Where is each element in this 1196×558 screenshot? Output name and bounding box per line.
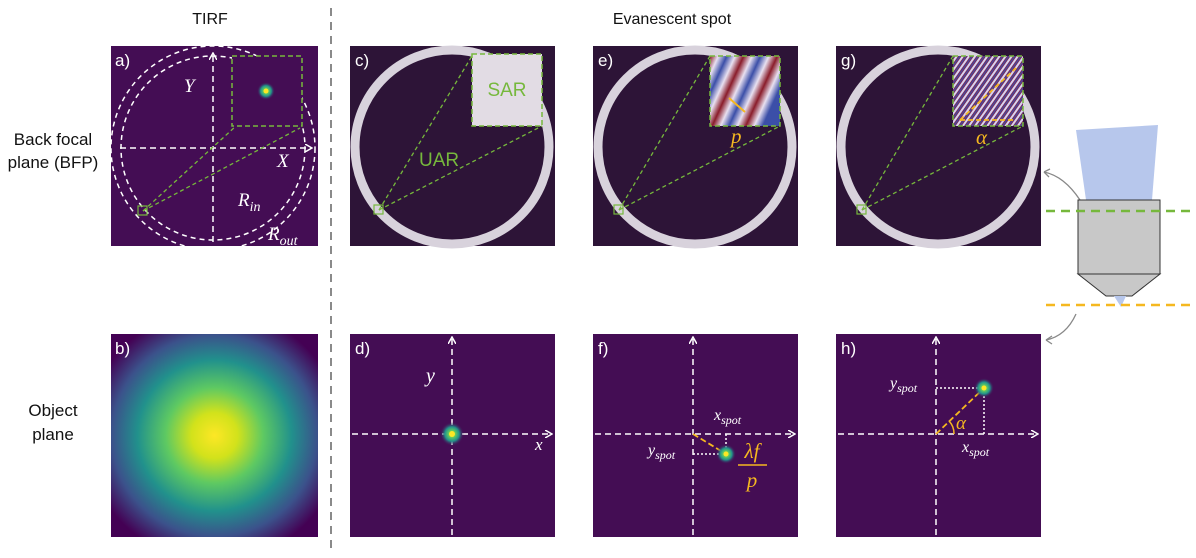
r-in-label: Rin (237, 190, 261, 215)
panel-label-f: f) (598, 339, 608, 358)
uar-label: UAR (419, 150, 459, 171)
row-label-bfp-line2: plane (BFP) (8, 153, 99, 172)
panel-e: e) p (593, 45, 798, 249)
alpha-label: α (976, 125, 988, 149)
period-marker (728, 97, 746, 113)
fringe-pattern (710, 56, 780, 126)
panel-label-a: a) (115, 51, 130, 70)
tirf-header: TIRF (192, 11, 228, 28)
panel-d: d) y x (350, 334, 555, 537)
curved-arrow-object-icon (1045, 313, 1077, 341)
panel-h: h) yspot α xspot (836, 334, 1041, 537)
y-axis-label: y (424, 365, 435, 387)
x-spot-label: xspot (713, 407, 742, 427)
sar-label: SAR (487, 80, 526, 101)
objective-schematic (1043, 125, 1192, 345)
row-label-bfp-line1: Back focal (14, 130, 92, 149)
bfp-ring (836, 45, 1040, 249)
bfp-ring (593, 45, 797, 249)
panel-label-g: g) (841, 51, 856, 70)
p-denominator: p (745, 468, 758, 492)
panel-label-h: h) (841, 339, 856, 358)
x-axis-label: x (534, 435, 543, 454)
alpha-label: α (956, 413, 967, 434)
y-spot-label: yspot (646, 442, 676, 462)
panel-a: a) Y X Rin Rout (110, 45, 318, 251)
angle-arc (948, 420, 955, 435)
curved-arrow-bfp-icon (1043, 171, 1081, 201)
objective-tip (1076, 273, 1162, 297)
row-label-object-line2: plane (32, 425, 74, 444)
outer-radius-circle (110, 45, 316, 251)
displacement-vector (935, 387, 985, 435)
evanescent-header: Evanescent spot (613, 11, 732, 28)
objective-body (1077, 199, 1161, 275)
r-out-label: Rout (267, 224, 299, 249)
x-spot-label: xspot (961, 439, 990, 459)
light-beam (1076, 125, 1158, 200)
panel-g: g) α (836, 45, 1041, 249)
period-label: p (729, 124, 742, 148)
panel-label-c: c) (355, 51, 369, 70)
row-label-object-line1: Object (28, 401, 77, 420)
panel-label-d: d) (355, 339, 370, 358)
x-axis-label: X (276, 151, 290, 172)
y-axis-label: Y (184, 76, 197, 97)
lambda-f-numerator: λf (744, 439, 763, 463)
panel-b: b) (111, 334, 318, 537)
panel-f: f) xspot yspot λf p (593, 334, 798, 537)
panel-c: c) SAR UAR (350, 45, 555, 249)
panel-label-b: b) (115, 339, 130, 358)
panel-label-e: e) (598, 51, 613, 70)
fine-fringe-pattern (953, 56, 1023, 126)
bfp-ring (350, 45, 554, 249)
sar-square (471, 53, 543, 127)
y-spot-label: yspot (888, 375, 918, 395)
